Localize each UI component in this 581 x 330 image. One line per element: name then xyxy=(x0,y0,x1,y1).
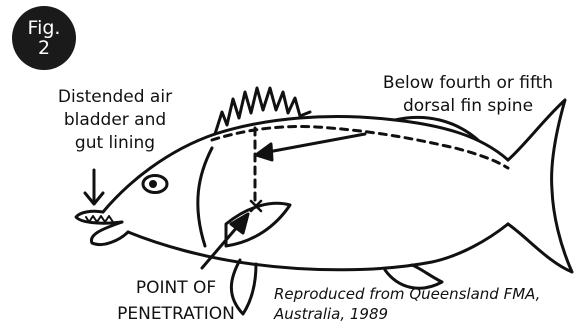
credit-line1: Reproduced from Queensland FMA, xyxy=(274,284,540,304)
credit-line2: Australia, 1989 xyxy=(274,304,540,324)
tail-fin xyxy=(508,100,572,272)
bladder-label-line3: gut lining xyxy=(32,132,198,155)
figure-badge-number: 2 xyxy=(38,38,50,58)
spine-label-line2: dorsal fin spine xyxy=(362,95,574,118)
eye xyxy=(143,176,167,193)
bladder-label-line1: Distended air xyxy=(32,86,198,109)
penetration-label-line1: POINT OF xyxy=(96,275,256,301)
fish-belly-outline xyxy=(128,224,508,270)
bladder-label: Distended air bladder and gut lining xyxy=(32,86,198,155)
gill-cover xyxy=(198,148,212,246)
lower-jaw xyxy=(91,222,128,245)
credit-text: Reproduced from Queensland FMA, Australi… xyxy=(274,284,540,324)
figure-badge-label: Fig. xyxy=(28,18,61,38)
spine-label-line1: Below fourth or fifth xyxy=(362,72,574,95)
spine-arrow xyxy=(256,134,365,160)
bladder-arrow xyxy=(85,170,103,204)
spine-label: Below fourth or fifth dorsal fin spine xyxy=(362,72,574,118)
bladder-label-line2: bladder and xyxy=(32,109,198,132)
penetration-label-line2: PENETRATION xyxy=(96,301,256,327)
penetration-label: POINT OF PENETRATION xyxy=(96,275,256,327)
figure-badge: Fig. 2 xyxy=(12,6,76,70)
teeth xyxy=(86,216,113,222)
